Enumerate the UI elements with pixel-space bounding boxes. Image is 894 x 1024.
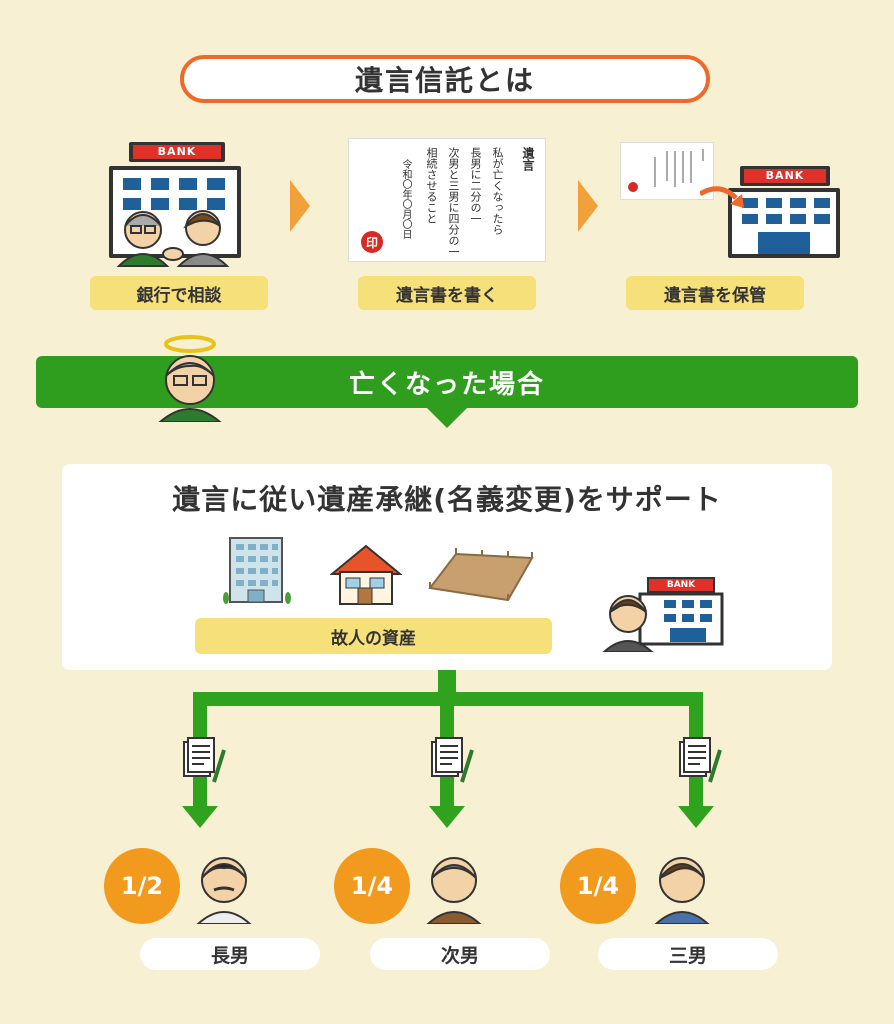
- bank-sign: BANK: [157, 145, 197, 158]
- land-plot-icon: [426, 548, 536, 604]
- house-icon: [329, 544, 403, 606]
- office-building-icon: [222, 536, 292, 606]
- death-banner-text: 亡くなった場合: [348, 369, 545, 400]
- arrow-down-icon: [678, 806, 714, 828]
- seal-text: 印: [365, 235, 378, 250]
- heir-label-third: 三男: [598, 938, 778, 970]
- heir-label-second: 次男: [370, 938, 550, 970]
- will-line-1: 私が亡くなったら: [491, 147, 504, 235]
- third-son-avatar: [650, 846, 714, 925]
- assets-label: 故人の資産: [195, 618, 552, 654]
- will-line-4: 相続させること: [425, 147, 438, 224]
- document-pen-icon: [676, 736, 726, 786]
- step-label-write: 遺言書を書く: [358, 276, 536, 310]
- support-heading: 遺言に従い遺産承継(名義変更)をサポート: [172, 483, 722, 516]
- arrow-right-icon: [290, 180, 310, 232]
- arrow-right-icon: [578, 180, 598, 232]
- share-badge: 1/2: [104, 848, 180, 924]
- deceased-avatar: [150, 330, 230, 423]
- page-title: 遺言信託とは: [180, 55, 710, 103]
- bank-sign: BANK: [666, 580, 696, 590]
- step-label-store: 遺言書を保管: [626, 276, 804, 310]
- share-badge: 1/4: [334, 848, 410, 924]
- bank-storage-illustration: BANK: [698, 164, 840, 260]
- second-son-avatar: [422, 846, 486, 925]
- document-pen-icon: [180, 736, 230, 786]
- bank-staff-illustration: BANK: [600, 576, 726, 653]
- eldest-son-avatar: [192, 846, 256, 925]
- will-document: 遺言 私が亡くなったら 長男に二分の一 次男と三男に四分の一 相続させること 令…: [348, 138, 546, 262]
- step-label-consult: 銀行で相談: [90, 276, 268, 310]
- will-document-small: [620, 142, 714, 200]
- document-pen-icon: [428, 736, 478, 786]
- arrow-down-icon: [182, 806, 218, 828]
- will-line-3: 次男と三男に四分の一: [447, 147, 460, 257]
- seal-stamp: 印: [361, 231, 383, 253]
- heir-label-eldest: 長男: [140, 938, 320, 970]
- will-date: 令和〇年〇月〇日: [400, 159, 411, 239]
- share-badge: 1/4: [560, 848, 636, 924]
- banner-pointer: [425, 406, 469, 428]
- bank-consultation-illustration: BANK: [105, 138, 245, 268]
- bank-sign: BANK: [765, 169, 805, 182]
- will-line-2: 長男に二分の一: [469, 147, 482, 224]
- will-heading: 遺言: [521, 147, 535, 171]
- arrow-down-icon: [429, 806, 465, 828]
